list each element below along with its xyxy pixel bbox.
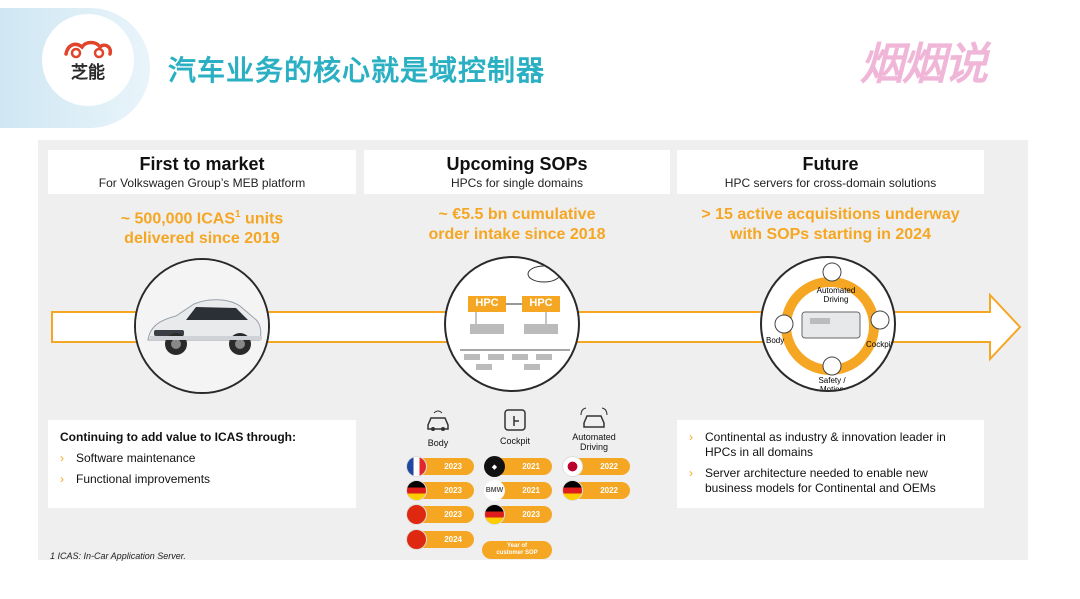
future-diagram: Automated Driving Body Cockpit Safety / … <box>760 256 896 392</box>
page-title: 汽车业务的核心就是域控制器 <box>168 54 546 87</box>
icas-value-box: Continuing to add value to ICAS through:… <box>48 420 356 508</box>
list-item-text: Continental as industry & innovation lea… <box>705 430 946 459</box>
column-subtitle: HPC servers for cross-domain solutions <box>724 176 937 190</box>
metric-text: with SOPs starting in 2024 <box>730 226 931 243</box>
column-subtitle: For Volkswagen Group’s MEB platform <box>98 176 306 190</box>
chevron-right-icon: › <box>689 466 693 480</box>
metric-text: > 15 active acquisitions underway <box>701 206 960 223</box>
sop-year-pill: 2023 <box>484 504 552 525</box>
sop-label-cockpit: Cockpit <box>499 436 530 446</box>
chevron-right-icon: › <box>689 430 693 444</box>
box-title: Continuing to add value to ICAS through: <box>60 430 296 444</box>
list-item: › Server architecture needed to enable ne… <box>689 466 972 496</box>
column-heading-upcoming: Upcoming SOPs HPCs for single domains <box>364 150 670 194</box>
sop-year: 2023 <box>444 462 462 471</box>
japan-flag-icon <box>562 456 583 477</box>
metric-first: ~ 500,000 ICAS1 units delivered since 20… <box>48 205 356 249</box>
metric-upcoming: ~ €5.5 bn cumulative order intake since … <box>364 205 670 245</box>
car-icon <box>136 260 268 392</box>
watermark: 烟烟说 <box>860 39 988 90</box>
domain-label-body: Body <box>766 336 785 345</box>
cross-domain-cycle-icon <box>774 262 890 376</box>
logo: 芝能 <box>46 18 130 102</box>
list-item-text: Software maintenance <box>76 451 196 465</box>
sop-year: 2022 <box>600 486 618 495</box>
list-item-text: Server architecture needed to enable new… <box>705 466 936 495</box>
year-of-sop-legend: Year of customer SOP <box>482 541 552 559</box>
metric-text-suffix: units <box>240 210 284 228</box>
column-heading-future: Future HPC servers for cross-domain solu… <box>677 150 984 194</box>
list-item: › Software maintenance <box>60 451 344 466</box>
sop-year: 2023 <box>522 510 540 519</box>
footnote: 1 ICAS: In-Car Application Server. <box>50 551 186 561</box>
metric-text: ~ 500,000 ICAS <box>120 210 236 228</box>
france-flag-icon <box>406 456 427 477</box>
column-heading-first: First to market For Volkswagen Group’s M… <box>48 150 356 194</box>
metric-text: ~ €5.5 bn cumulative <box>438 206 596 223</box>
metric-text: delivered since 2019 <box>124 230 280 248</box>
network-diagram-icon <box>460 265 570 370</box>
domain-label-safety: Safety / Motion <box>818 376 846 392</box>
sop-year-pill: 2023 <box>406 456 474 477</box>
column-title: Upcoming SOPs <box>446 154 588 174</box>
domain-label-cockpit: Cockpit <box>866 340 893 349</box>
germany-flag-icon <box>562 480 583 501</box>
column-title: First to market <box>139 154 265 174</box>
automated-driving-icon <box>580 407 608 428</box>
list-item: › Continental as industry & innovation le… <box>689 430 972 460</box>
sop-year: 2023 <box>444 510 462 519</box>
sop-year-pill: 2024 <box>406 529 474 550</box>
hpc-label-left: HPC <box>475 297 499 309</box>
china-flag-icon <box>406 529 427 550</box>
hpc-diagram: HPC HPC <box>444 256 580 392</box>
sop-year: 2023 <box>444 486 462 495</box>
metric-future: > 15 active acquisitions underway with S… <box>677 205 984 245</box>
chevron-right-icon: › <box>60 472 64 486</box>
list-item-text: Functional improvements <box>76 472 211 486</box>
domain-label-automated: Automated Driving <box>816 286 856 304</box>
chevron-right-icon: › <box>60 451 64 465</box>
column-title: Future <box>802 154 859 174</box>
sop-year-pill: 2022 <box>562 480 630 501</box>
sop-label-body: Body <box>427 438 449 448</box>
future-info-box: › Continental as industry & innovation le… <box>677 420 984 508</box>
china-flag-icon <box>406 504 427 525</box>
sop-year-pill: 2023 <box>406 480 474 501</box>
germany-flag-icon <box>406 480 427 501</box>
hpc-label-right: HPC <box>529 297 553 309</box>
sop-year-pill: BMW 2021 <box>484 480 552 501</box>
logo-car-icon <box>64 40 113 58</box>
sop-year: 2022 <box>600 462 618 471</box>
sop-year: 2021 <box>522 462 540 471</box>
column-subtitle: HPCs for single domains <box>450 176 584 190</box>
germany-flag-icon <box>484 504 505 525</box>
car-image <box>134 258 270 394</box>
list-item: › Functional improvements <box>60 472 344 487</box>
car-body-icon <box>427 410 449 431</box>
sop-year-pill: 2023 <box>406 504 474 525</box>
sop-label-automated: Automated Driving <box>572 432 616 452</box>
cockpit-touch-icon <box>504 409 526 431</box>
metric-text: order intake since 2018 <box>428 226 606 243</box>
renault-logo-icon: ◆ <box>484 456 505 477</box>
footnote-marker: 1 <box>235 209 241 220</box>
bmw-logo-icon: BMW <box>484 480 505 501</box>
sop-year-pill: 2022 <box>562 456 630 477</box>
sop-year: 2024 <box>444 535 462 544</box>
sop-year: 2021 <box>522 486 540 495</box>
logo-text: 芝能 <box>71 62 105 83</box>
sop-year-pill: ◆ 2021 <box>484 456 552 477</box>
